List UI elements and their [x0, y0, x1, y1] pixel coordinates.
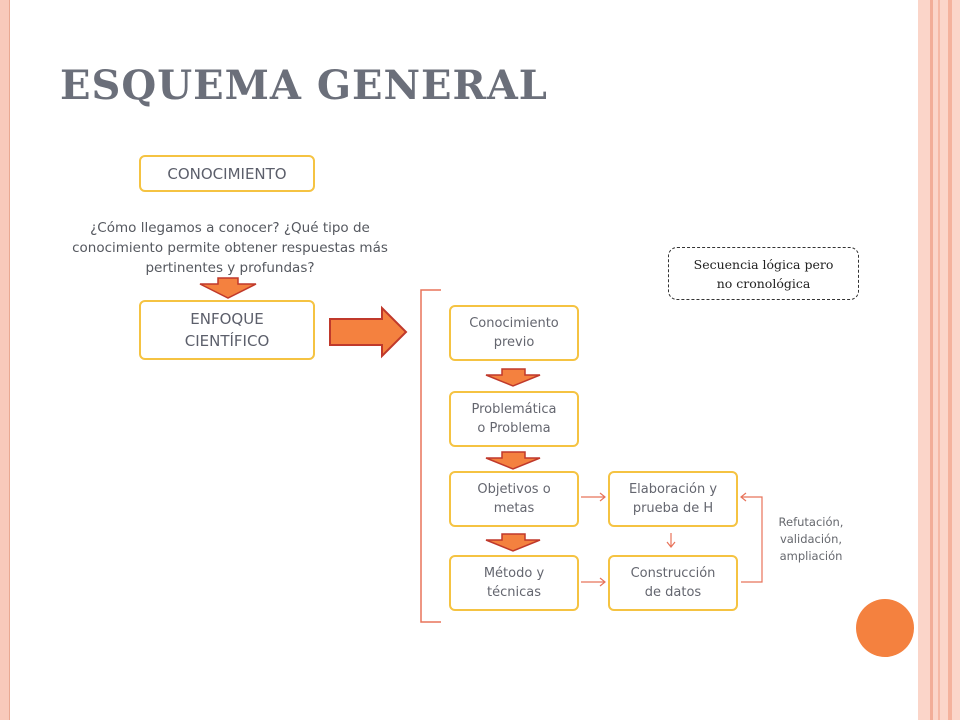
slide-title: ESQUEMA GENERAL: [60, 62, 548, 109]
step-label-line2: prueba de H: [632, 501, 714, 516]
down-arrow-icon: [485, 451, 541, 470]
step-label-line2: metas: [493, 501, 535, 516]
step-label-line1: Método y: [483, 566, 545, 581]
step-label-line1: Elaboración y: [628, 482, 718, 497]
step-label-line1: Problemática: [471, 402, 557, 417]
step-label-line1: Conocimiento: [469, 316, 559, 331]
left-border-band: [0, 0, 9, 720]
enfoque-cientifico-box: ENFOQUE CIENTÍFICO: [139, 300, 315, 360]
refutacion-line2: validación,: [779, 532, 843, 546]
refutacion-label: Refutación, validación, ampliación: [763, 514, 859, 565]
conocimiento-box: CONOCIMIENTO: [139, 155, 315, 192]
down-arrow-icon: [485, 368, 541, 387]
note-line2: no cronológica: [716, 275, 811, 291]
refutacion-line3: ampliación: [779, 549, 843, 563]
step-label-line1: Objetivos o: [477, 482, 551, 497]
connector-metodo-datos: [581, 577, 606, 587]
enfoque-label-line2: CIENTÍFICO: [184, 332, 270, 350]
question-text: ¿Cómo llegamos a conocer? ¿Qué tipo de c…: [72, 220, 388, 276]
conocimiento-label: CONOCIMIENTO: [167, 164, 287, 183]
step-construccion-datos: Construcción de datos: [608, 555, 738, 611]
enfoque-label-line1: ENFOQUE: [190, 310, 264, 328]
step-label-line2: de datos: [644, 585, 702, 600]
sequence-bracket: [420, 289, 441, 623]
note-line1: Secuencia lógica pero: [693, 256, 834, 272]
right-border-stripe: [948, 0, 952, 720]
connector-objetivos-hipotesis: [581, 492, 606, 502]
sequence-note: Secuencia lógica pero no cronológica: [668, 247, 859, 300]
step-label-line2: previo: [493, 335, 535, 350]
decorative-circle: [856, 599, 914, 657]
left-border-line: [9, 0, 10, 720]
down-arrow-icon: [199, 277, 257, 299]
feedback-loop: [740, 492, 763, 583]
step-label-line1: Construcción: [630, 566, 716, 581]
step-problematica: Problemática o Problema: [449, 391, 579, 447]
right-border-stripe: [930, 0, 933, 720]
step-hipotesis: Elaboración y prueba de H: [608, 471, 738, 527]
refutacion-line1: Refutación,: [778, 515, 844, 529]
connector-hipotesis-datos: [666, 533, 676, 548]
down-arrow-icon: [485, 533, 541, 552]
step-metodo: Método y técnicas: [449, 555, 579, 611]
step-objetivos: Objetivos o metas: [449, 471, 579, 527]
step-conocimiento-previo: Conocimiento previo: [449, 305, 579, 361]
step-label-line2: o Problema: [477, 421, 551, 436]
right-arrow-icon: [329, 305, 408, 359]
step-label-line2: técnicas: [487, 585, 541, 600]
right-border-band: [918, 0, 960, 720]
right-border-stripe: [938, 0, 940, 720]
